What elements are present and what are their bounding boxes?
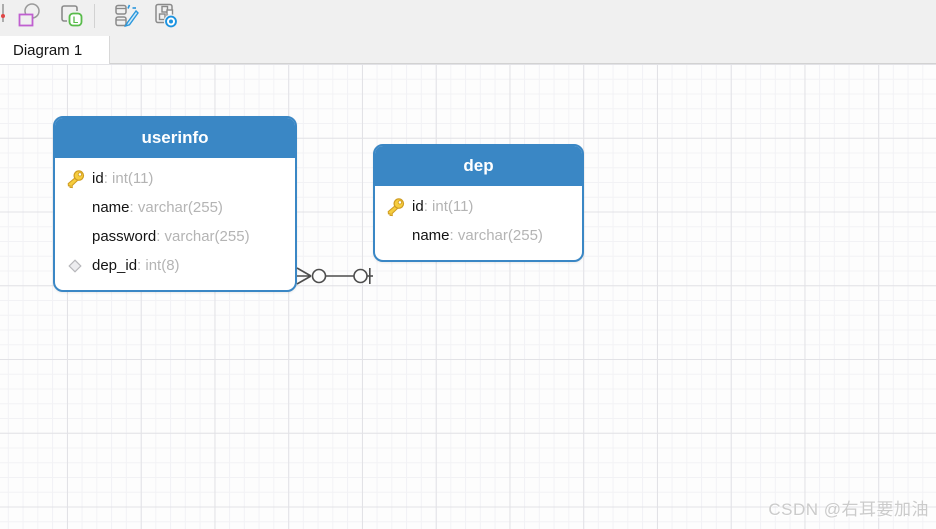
field-name: password xyxy=(92,228,157,245)
toolbar: L xyxy=(0,0,936,36)
zero-circle-icon xyxy=(353,268,368,284)
new-layer-button[interactable] xyxy=(14,1,44,31)
diagram-overview-button[interactable] xyxy=(151,1,181,31)
watermark: CSDN @右耳要加油 xyxy=(768,500,929,519)
field-row-id[interactable]: id: int(11) xyxy=(63,164,287,193)
field-type: : varchar(255) xyxy=(129,199,223,216)
field-type: : varchar(255) xyxy=(156,228,250,245)
field-type: : int(11) xyxy=(423,198,474,215)
field-name: dep_id xyxy=(92,257,138,274)
field-row-dep_id[interactable]: dep_id: int(8) xyxy=(63,251,287,280)
new-layer-icon xyxy=(18,3,40,27)
key-icon xyxy=(63,169,87,189)
tab-diagram-1[interactable]: Diagram 1 xyxy=(0,36,110,64)
field-type: : int(11) xyxy=(103,170,154,187)
key-icon xyxy=(387,197,404,216)
field-name: name xyxy=(412,227,450,244)
crows-foot-many-icon xyxy=(296,267,312,285)
toolbar-separator xyxy=(94,4,95,28)
field-row-name[interactable]: name: varchar(255) xyxy=(63,193,287,222)
field-row-password[interactable]: password: varchar(255) xyxy=(63,222,287,251)
svg-text:L: L xyxy=(73,15,79,25)
entity-title[interactable]: userinfo xyxy=(55,118,295,158)
field-row-name[interactable]: name: varchar(255) xyxy=(383,221,574,250)
field-name: id xyxy=(412,198,424,215)
entity-title[interactable]: dep xyxy=(375,146,582,186)
diagram-overview-icon xyxy=(155,3,179,29)
entity-field-list: id: int(11)name: varchar(255) xyxy=(375,186,582,260)
field-name: id xyxy=(92,170,104,187)
key-icon xyxy=(383,197,407,217)
clipped-pointer-icon[interactable] xyxy=(0,1,10,31)
field-type: : int(8) xyxy=(137,257,180,274)
tab-bar: Diagram 1 xyxy=(0,36,936,64)
field-row-id[interactable]: id: int(11) xyxy=(383,192,574,221)
entity-field-list: id: int(11)name: varchar(255)password: v… xyxy=(55,158,295,290)
new-label-button[interactable]: L xyxy=(56,1,86,31)
field-name: name xyxy=(92,199,130,216)
tab-label: Diagram 1 xyxy=(13,41,83,59)
clipped-pointer-icon xyxy=(1,4,5,22)
zero-circle-icon xyxy=(311,268,327,284)
diamond-icon xyxy=(68,258,82,273)
relationship-connector[interactable] xyxy=(280,258,390,294)
auto-layout-button[interactable] xyxy=(111,1,141,31)
key-icon xyxy=(67,169,84,188)
auto-layout-icon xyxy=(114,4,139,27)
diamond-icon xyxy=(63,258,87,273)
new-label-icon: L xyxy=(61,5,83,27)
field-type: : varchar(255) xyxy=(449,227,543,244)
